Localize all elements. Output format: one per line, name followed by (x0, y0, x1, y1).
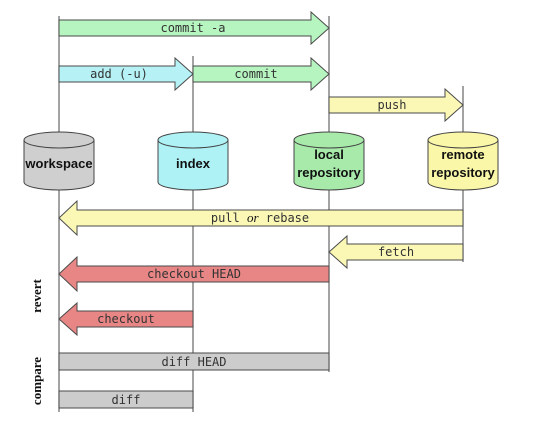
checkout-label: checkout (97, 312, 155, 326)
fetch-label: fetch (378, 245, 414, 259)
push-arrow: push (328, 87, 464, 123)
commit-a-label: commit -a (160, 21, 225, 35)
push-label: push (378, 98, 407, 112)
index-label: index (176, 156, 211, 171)
local-repository-cylinder: local repository (293, 131, 365, 191)
diff-label: diff (112, 393, 141, 407)
pull-label: pull (211, 211, 247, 225)
remote-repository-cylinder: remote repository (427, 131, 499, 191)
rebase-label: rebase (259, 211, 310, 225)
checkout-head-label: checkout HEAD (147, 267, 241, 281)
local-repository-label-line1: local (314, 147, 344, 162)
workspace-label: workspace (24, 156, 92, 171)
pull-rebase-arrow: pull or rebase (58, 199, 464, 237)
commit-arrow: commit (192, 56, 330, 92)
or-label: or (247, 210, 260, 225)
checkout-arrow: checkout (58, 301, 194, 337)
commit-a-arrow: commit -a (58, 10, 330, 46)
local-repository-label-line2: repository (297, 165, 361, 180)
workspace-cylinder: workspace (23, 131, 95, 191)
pull-rebase-label: pull or rebase (211, 210, 309, 225)
remote-repository-label-line1: remote (441, 147, 484, 162)
remote-repository-label-line2: repository (431, 165, 495, 180)
diff-head-bar: diff HEAD (58, 352, 330, 371)
revert-side-label: revert (29, 278, 44, 312)
diff-head-label: diff HEAD (161, 355, 226, 369)
checkout-head-arrow: checkout HEAD (58, 255, 330, 293)
add-label: add (-u) (90, 67, 148, 81)
commit-label: commit (234, 67, 277, 81)
compare-side-label: compare (29, 357, 44, 405)
diff-bar: diff (58, 390, 194, 409)
fetch-arrow: fetch (328, 234, 464, 270)
add-arrow: add (-u) (58, 56, 194, 92)
index-cylinder: index (157, 131, 229, 191)
